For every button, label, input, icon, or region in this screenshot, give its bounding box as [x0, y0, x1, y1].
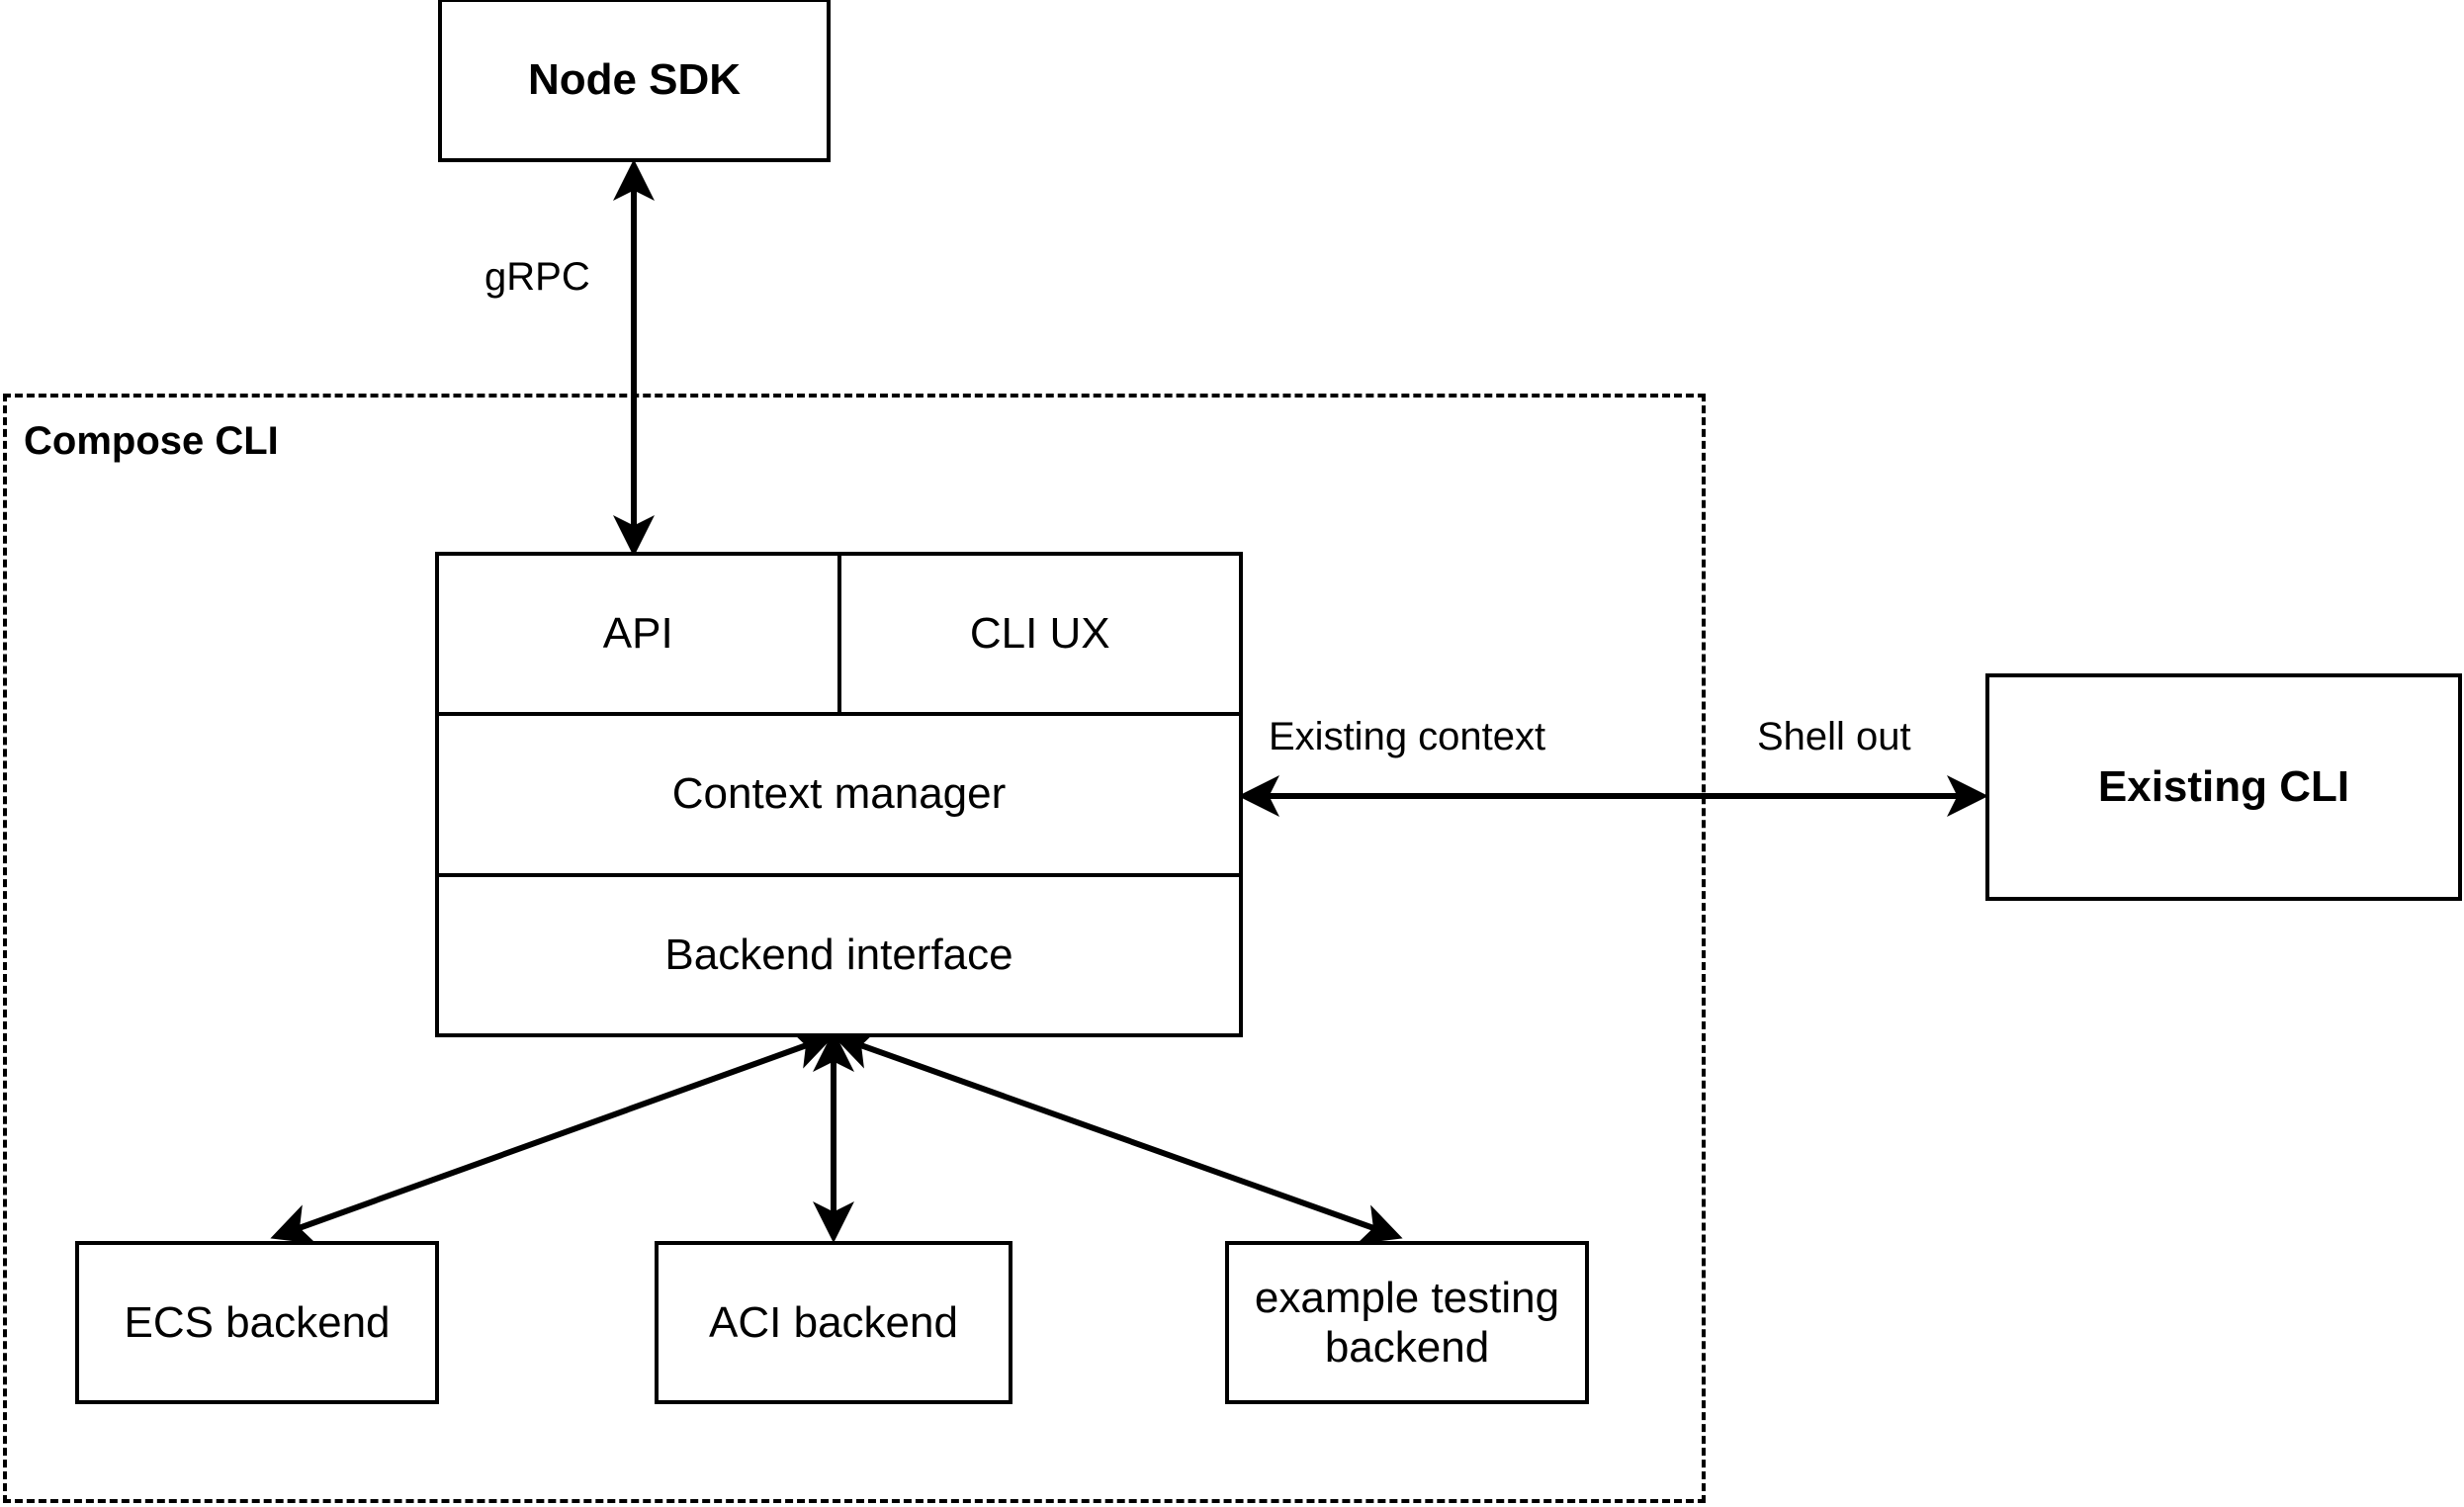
core-stack-row-top: API CLI UX — [439, 556, 1240, 717]
aci-backend-label: ACI backend — [709, 1297, 958, 1347]
node-box-existing-cli[interactable]: Existing CLI — [1985, 673, 2462, 901]
cell-backend-interface-label: Backend interface — [664, 930, 1013, 979]
example-testing-backend-label: example testing backend — [1254, 1274, 1560, 1372]
core-stack-row-context-manager: Context manager — [439, 716, 1239, 877]
edge-ecs — [270, 1029, 836, 1244]
node-box-node-sdk[interactable]: Node SDK — [438, 0, 831, 162]
node-box-example-testing-backend[interactable]: example testing backend — [1225, 1241, 1589, 1404]
core-stack-row-backend-interface: Backend interface — [439, 877, 1239, 1033]
node-box-ecs-backend[interactable]: ECS backend — [75, 1241, 439, 1404]
group-compose-cli — [3, 394, 1706, 1503]
edge-label-grpc: gRPC — [484, 255, 590, 299]
core-stack: API CLI UX Context manager Backend inter… — [435, 552, 1243, 1037]
edge-label-shell-out: Shell out — [1757, 715, 1911, 758]
cell-api-label: API — [602, 609, 673, 659]
cell-context-manager[interactable]: Context manager — [439, 716, 1239, 872]
node-sdk-label: Node SDK — [527, 55, 742, 105]
edge-example — [832, 1028, 1403, 1245]
cell-context-manager-label: Context manager — [671, 769, 1007, 819]
cell-backend-interface[interactable]: Backend interface — [439, 877, 1239, 1033]
cell-cli-ux-label: CLI UX — [969, 609, 1110, 659]
cell-api[interactable]: API — [439, 556, 841, 713]
group-compose-cli-title: Compose CLI — [24, 419, 279, 463]
existing-cli-label: Existing CLI — [2097, 762, 2350, 812]
ecs-backend-label: ECS backend — [124, 1297, 391, 1347]
cell-cli-ux[interactable]: CLI UX — [841, 556, 1240, 712]
node-box-aci-backend[interactable]: ACI backend — [655, 1241, 1012, 1404]
edge-label-existing-context: Existing context — [1269, 715, 1546, 758]
